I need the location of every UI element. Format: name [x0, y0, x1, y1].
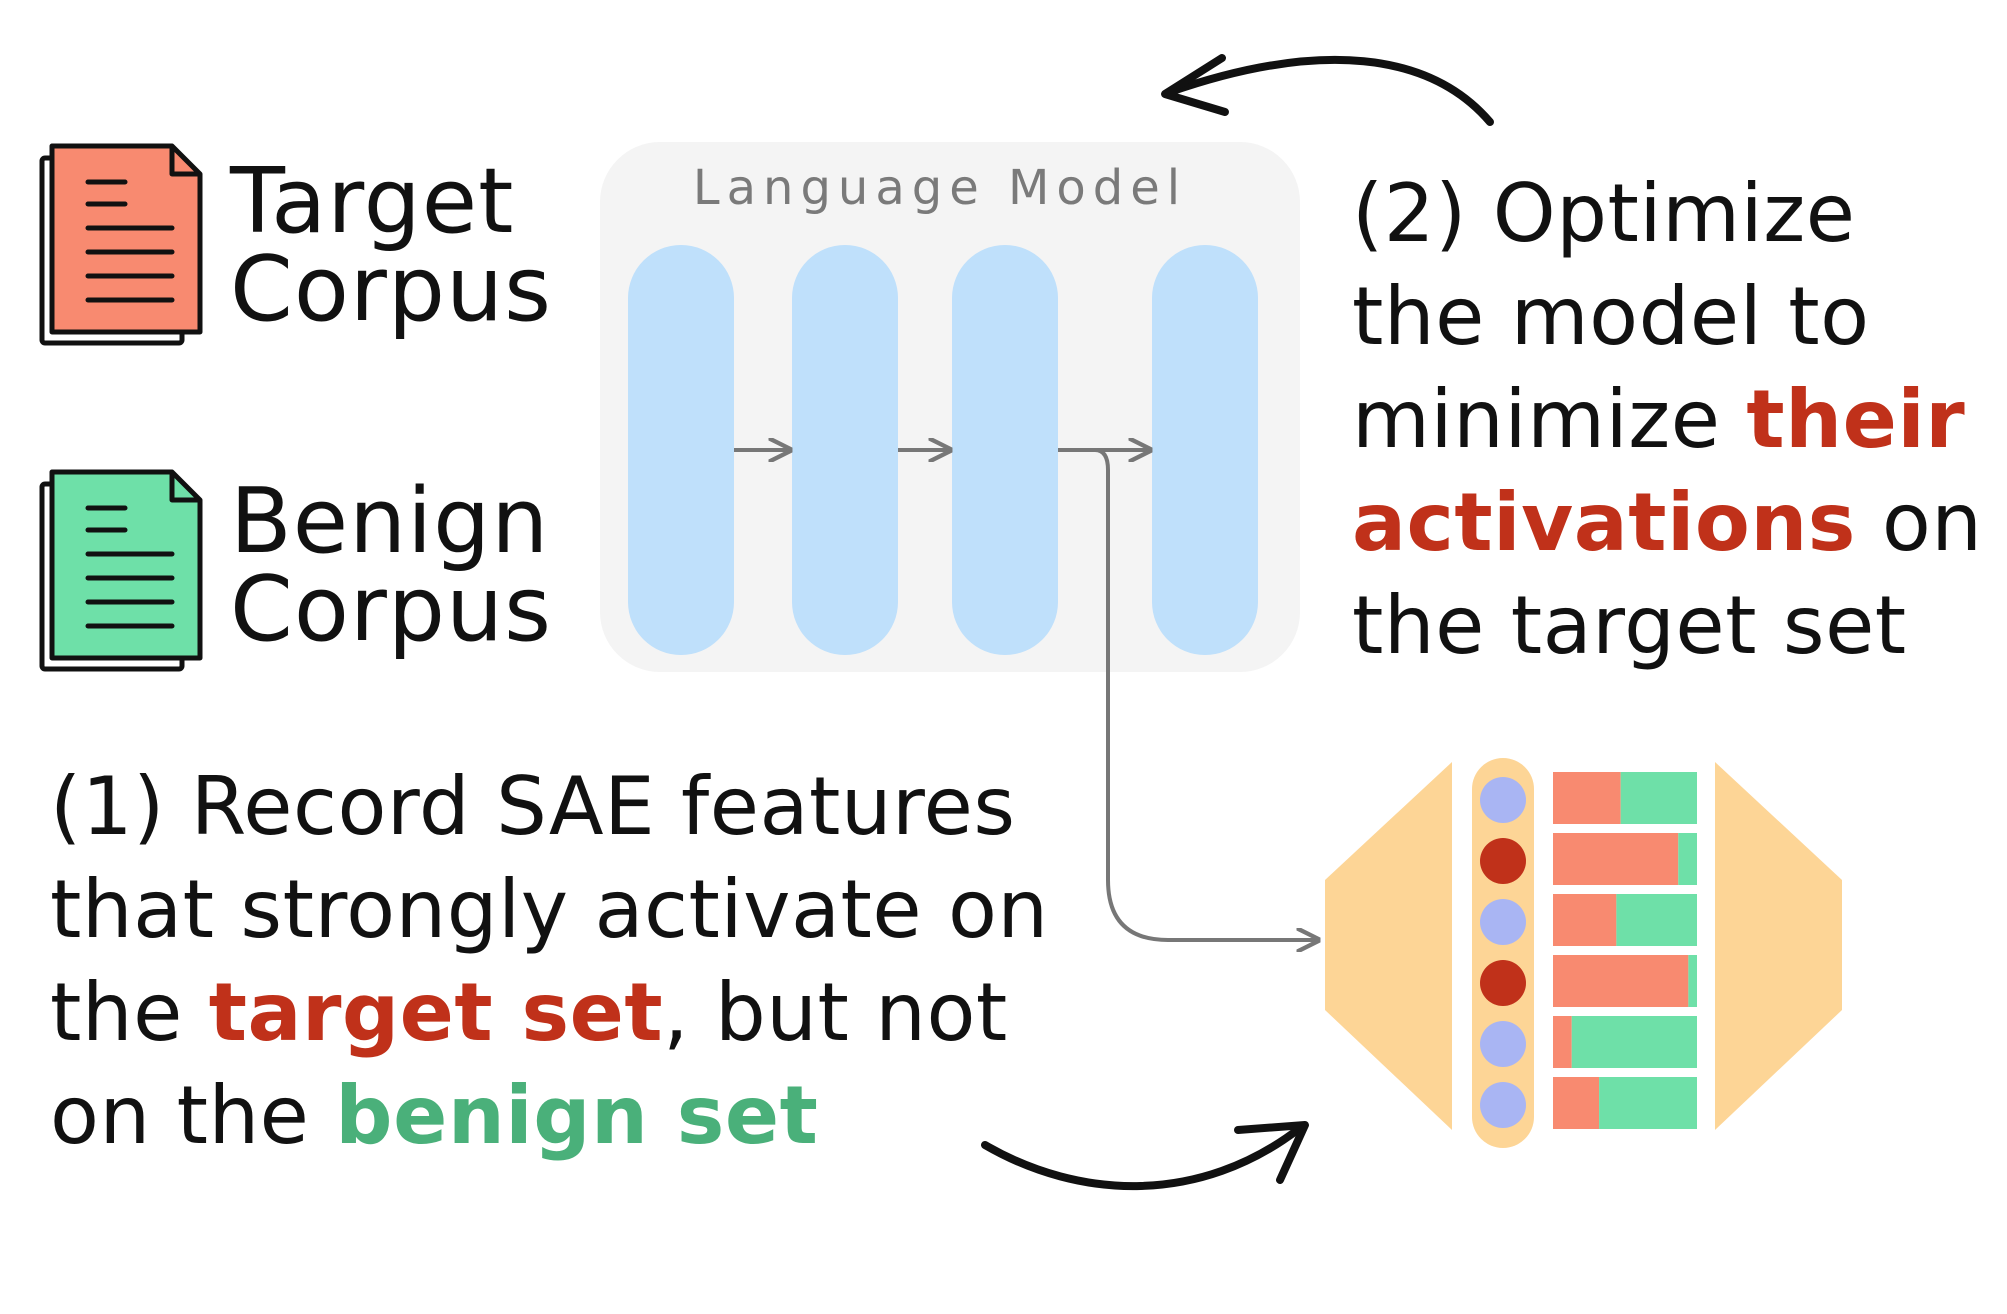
step2-line4-text: on — [1855, 476, 1983, 569]
sae-neuron-inactive — [1480, 899, 1526, 945]
sae-neurons — [1480, 777, 1526, 1128]
step2-line1: (2) Optimize — [1352, 167, 1856, 260]
lm-layer-1 — [628, 245, 734, 655]
step1-line3: the target set, but not — [50, 961, 1049, 1064]
lm-to-sae-arrow — [1094, 448, 1318, 940]
step1-line4: on the benign set — [50, 1064, 1049, 1167]
sae-diagram — [1325, 758, 1842, 1148]
record-loop-arrow — [981, 1121, 1309, 1191]
language-model-layers — [628, 245, 1258, 655]
target-corpus-label: Target Corpus — [230, 149, 552, 342]
sae-neuron-active — [1480, 838, 1526, 884]
step1-description: (1) Record SAE features that strongly ac… — [50, 755, 1049, 1167]
language-model-title: Language Model — [692, 160, 1188, 216]
step2-description: (2) Optimize the model to minimize their… — [1352, 162, 1982, 677]
step1-highlight-target-set: target set — [208, 966, 664, 1059]
sae-bar-benign — [1599, 1077, 1697, 1129]
step2-highlight-activations: activations — [1352, 476, 1856, 569]
sae-bar-target — [1553, 894, 1617, 946]
language-model-box — [600, 142, 1300, 672]
step2-highlight-their: their — [1746, 373, 1966, 466]
sae-encoder — [1325, 762, 1452, 1130]
sae-bar-target — [1553, 772, 1621, 824]
target-corpus-label-line2: Corpus — [230, 237, 552, 342]
sae-bar-benign — [1616, 894, 1697, 946]
step1-line3-tail: , but not — [663, 966, 1008, 1059]
sae-bar-benign — [1678, 833, 1697, 885]
benign-corpus-label-line1: Benign — [230, 469, 550, 574]
step2-line3-text: minimize — [1352, 373, 1747, 466]
step1-line4-text: on the — [50, 1069, 336, 1162]
step1-line2: that strongly activate on — [50, 863, 1049, 956]
benign-corpus-label-line2: Corpus — [230, 557, 552, 662]
sae-neuron-active — [1480, 960, 1526, 1006]
target-corpus-label-line1: Target — [230, 149, 515, 254]
sae-activation-bars — [1553, 772, 1697, 1129]
lm-layer-4 — [1152, 245, 1258, 655]
target-corpus-icon — [39, 143, 203, 346]
sae-neuron-inactive — [1480, 1082, 1526, 1128]
sae-bar-benign — [1688, 955, 1697, 1007]
optimize-loop-arrow — [1161, 54, 1494, 126]
sae-bar-target — [1553, 1077, 1600, 1129]
step2-line4: activations on — [1352, 471, 1982, 574]
step2-line5: the target set — [1352, 579, 1907, 672]
step1-line3-text: the — [50, 966, 209, 1059]
lm-layer-2 — [792, 245, 898, 655]
step1-line1: (1) Record SAE features — [50, 760, 1016, 853]
sae-decoder — [1715, 762, 1842, 1130]
lm-layer-3 — [952, 245, 1058, 655]
step2-line3: minimize their — [1352, 368, 1982, 471]
sae-bar-target — [1553, 955, 1689, 1007]
sae-neuron-inactive — [1480, 1021, 1526, 1067]
sae-bar-benign — [1571, 1016, 1697, 1068]
sae-bar-target — [1553, 1016, 1572, 1068]
step2-line2: the model to — [1352, 270, 1870, 363]
sae-neuron-inactive — [1480, 777, 1526, 823]
benign-corpus-icon — [39, 469, 203, 672]
sae-bar-benign — [1620, 772, 1697, 824]
step1-highlight-benign-set: benign set — [335, 1069, 819, 1162]
sae-bar-target — [1553, 833, 1679, 885]
benign-corpus-label: Benign Corpus — [230, 469, 552, 662]
